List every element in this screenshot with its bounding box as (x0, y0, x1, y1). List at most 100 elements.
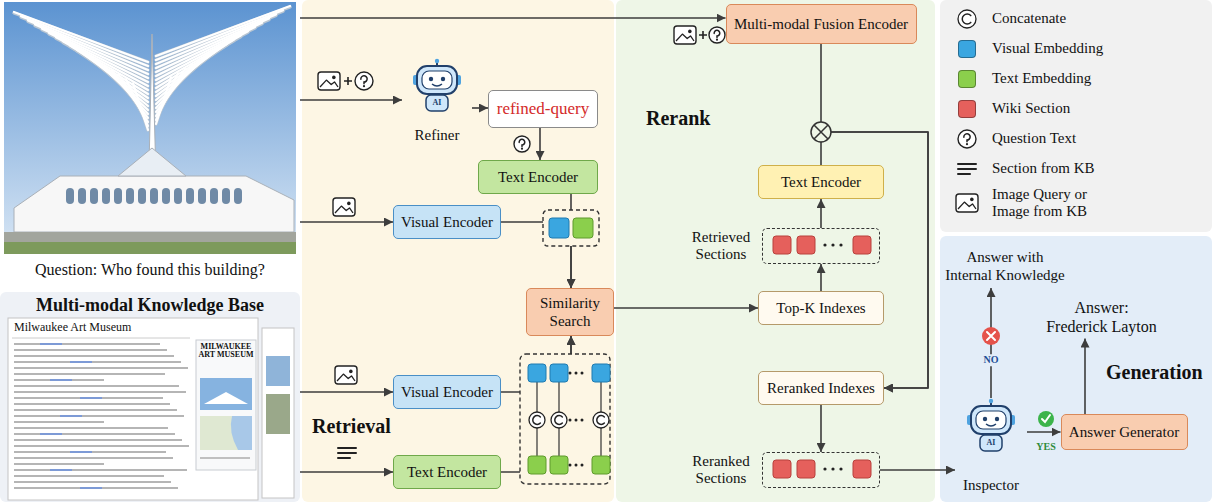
robot-face (976, 411, 1006, 429)
robot-badge: AI (433, 98, 442, 107)
robot-badge: AI (987, 438, 996, 447)
question-mark (361, 76, 367, 84)
flow-arrow (539, 128, 541, 160)
building-photo (4, 2, 296, 254)
plus-sign (344, 77, 352, 85)
knowledge-panel (0, 292, 300, 502)
text-line (14, 475, 164, 477)
legend-icon (952, 8, 982, 30)
text-line (14, 445, 189, 447)
infobox-map (200, 416, 252, 450)
legend-panel (940, 0, 1212, 232)
window (222, 188, 230, 204)
question-icon (355, 72, 373, 90)
window (126, 188, 134, 204)
building-hull (14, 176, 294, 232)
node-text: Text Encoder (781, 173, 861, 191)
flow-arrow (300, 99, 402, 101)
concat-mark (555, 416, 563, 425)
graphic-part (156, 19, 269, 68)
wiki-section-square (853, 236, 871, 254)
legend-symbol (952, 158, 982, 180)
node-text: Text Encoder (498, 168, 578, 186)
icon-frame (335, 366, 357, 384)
answer-text: Answer with Internal Knowledge (942, 244, 1068, 288)
robot-head (417, 66, 457, 94)
robot-antenna-tip (989, 399, 993, 403)
window (78, 188, 86, 204)
legend-text: Image Query or Image from KB (992, 186, 1114, 221)
ellipsis-dot (823, 467, 826, 470)
ground (4, 232, 296, 242)
icon-mountain (676, 34, 694, 41)
legend-text: Visual Embedding (992, 40, 1114, 57)
image-icon (333, 198, 355, 216)
window (186, 188, 194, 204)
concat-symbol (529, 412, 545, 428)
icon-bubble (514, 136, 530, 152)
robot-smile (432, 84, 442, 86)
graphic-part (28, 20, 148, 70)
wiki-section-square (797, 236, 815, 254)
window (102, 188, 110, 204)
concat-circle (593, 412, 609, 428)
node-text: Answer with Internal Knowledge (944, 248, 1066, 284)
multiply-cross (814, 125, 828, 139)
question-mark (519, 139, 525, 146)
ellipsis-dot (575, 464, 578, 467)
legend-text: Question Text (992, 130, 1114, 147)
window (114, 188, 122, 204)
page-image (266, 356, 290, 386)
query-embedding (543, 210, 599, 246)
robot-smile (986, 424, 996, 426)
concat-circle (958, 10, 976, 28)
icon-sun (332, 76, 336, 80)
connectors (300, 18, 1085, 472)
legend-symbol (952, 192, 982, 214)
decision-label: YES (1034, 441, 1057, 453)
multiply-symbol (811, 122, 831, 142)
question-mark (714, 30, 720, 37)
icon-mountain (320, 80, 338, 87)
graphic-part (156, 10, 283, 60)
map-water (231, 416, 252, 450)
legend-row: Image Query or Image from KB (952, 186, 1114, 221)
text-line (14, 457, 173, 459)
embedding-frame (520, 354, 610, 484)
legend-text: Section from KB (992, 160, 1114, 177)
text-line (14, 397, 163, 399)
flow-arrow (820, 264, 822, 291)
plus-sign (699, 31, 707, 39)
badge-circle (1038, 411, 1054, 427)
ellipsis-dot (831, 467, 834, 470)
flow-arrow (880, 469, 955, 471)
page-image (266, 394, 290, 434)
icon-bubble (958, 130, 976, 148)
search-box: Similarity Search (526, 288, 614, 336)
link-line (40, 343, 62, 345)
section-group: Retrieved Sections (762, 228, 880, 264)
text-line (14, 385, 179, 387)
no-badge (982, 327, 1000, 345)
node-text: Top-K Indexes (776, 299, 865, 317)
text-line (14, 439, 182, 441)
icon-mountain (958, 202, 976, 209)
text-line (14, 463, 104, 465)
legend-symbol (952, 128, 982, 150)
robot-eye (441, 77, 445, 81)
image-icon (674, 26, 696, 44)
question-icon (958, 130, 976, 148)
stage-heading: Generation (1106, 360, 1203, 384)
flow-arrow (820, 405, 822, 452)
text-embedding (592, 456, 610, 474)
infobox-building (204, 392, 248, 404)
text-line (14, 373, 165, 375)
question-icon (514, 136, 530, 152)
robot-head (971, 406, 1011, 434)
retrieval-panel (302, 0, 614, 502)
robot-body (980, 435, 1002, 451)
text-line (200, 457, 250, 459)
question-dot (966, 143, 968, 145)
node-text: Similarity Search (535, 294, 605, 330)
link-line (50, 379, 72, 381)
